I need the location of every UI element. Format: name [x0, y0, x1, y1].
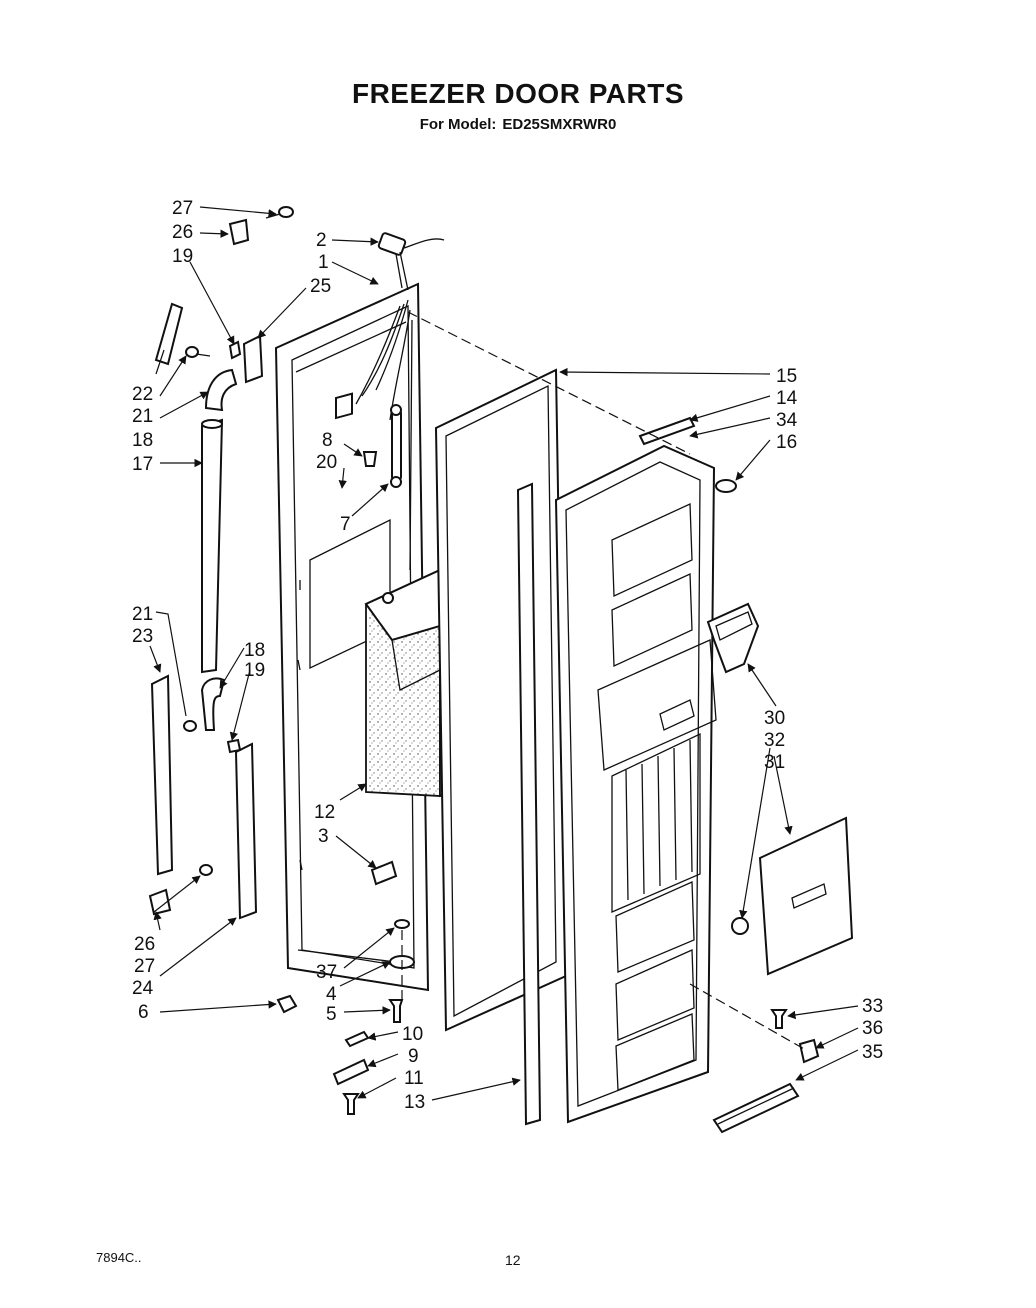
- callout-17: 17: [132, 454, 153, 475]
- model-prefix: For Model:: [419, 116, 497, 133]
- callout-15: 15: [776, 366, 797, 387]
- callout-36: 36: [862, 1018, 883, 1039]
- handle-endcap-top: [204, 368, 238, 412]
- screw-27-top: [265, 206, 294, 219]
- model-subtitle: For Model: ED25SMXRWR0: [0, 116, 1036, 133]
- callout-24: 24: [132, 978, 154, 999]
- bushing-6-part: [276, 994, 298, 1014]
- callout-3: 3: [318, 826, 329, 847]
- callout-18: 18: [132, 430, 153, 451]
- inner-door-liner: [554, 444, 717, 1124]
- clip-part: [798, 1038, 820, 1064]
- callout-12: 12: [314, 802, 335, 823]
- bracket-25-part: [228, 334, 264, 384]
- screw-21-bottom: [183, 720, 197, 732]
- callout-14: 14: [776, 388, 798, 409]
- hinge-10-part: [344, 1030, 370, 1048]
- callout-16: 16: [776, 432, 797, 453]
- callout-21: 21: [132, 406, 153, 427]
- cover-panel-part: [758, 816, 854, 976]
- alignment-line-upper: [407, 311, 691, 455]
- screw-27-bottom: [199, 864, 213, 876]
- dispenser-funnel-part: [706, 602, 760, 674]
- callout-32: 32: [764, 730, 785, 751]
- callout-19-lower: 19: [244, 660, 265, 681]
- callout-31: 31: [764, 752, 785, 773]
- knob-part: [731, 917, 749, 935]
- page-title: FREEZER DOOR PARTS: [351, 78, 685, 109]
- callout-19: 19: [172, 246, 193, 267]
- callout-1: 1: [318, 252, 329, 273]
- screw-11-part: [342, 1093, 360, 1115]
- callout-27: 27: [172, 198, 193, 219]
- callout-8: 8: [322, 430, 333, 451]
- callout-9: 9: [408, 1046, 419, 1067]
- callout-13: 13: [404, 1092, 425, 1113]
- handle-rod-part: [712, 1082, 800, 1134]
- bracket-24-part: [226, 738, 258, 920]
- screw-33-part: [770, 1009, 788, 1029]
- callout-30: 30: [764, 708, 785, 729]
- callout-33: 33: [862, 996, 883, 1017]
- callout-23: 23: [132, 626, 153, 647]
- callout-26: 26: [172, 222, 193, 243]
- leader-lines: [149, 206, 859, 1101]
- door-gasket-frame: [434, 368, 568, 1032]
- callout-34: 34: [776, 410, 798, 431]
- callout-11: 11: [404, 1068, 424, 1089]
- callout-22: 22: [132, 384, 153, 405]
- heater-harness-part: [377, 232, 445, 291]
- trim-22-part: [154, 302, 184, 366]
- cap-26-bottom: [148, 888, 172, 916]
- alignment-line-lower: [689, 983, 807, 1051]
- callout-20: 20: [316, 452, 337, 473]
- callout-6: 6: [138, 1002, 149, 1023]
- fitting-part: [362, 451, 378, 467]
- top-trim-part: [638, 416, 696, 446]
- switch-part: [335, 392, 353, 420]
- trim-23-part: [150, 674, 174, 876]
- callout-25: 25: [310, 276, 331, 297]
- screw-5-part: [388, 999, 404, 1023]
- model-number: ED25SMXRWR0: [502, 116, 617, 133]
- hinge-bracket-part: [370, 860, 398, 886]
- callout-labels: 27 26 19 2 1 25 22 21 18 17 8 20 7 15 14…: [132, 198, 883, 1113]
- callout-7: 7: [340, 514, 351, 535]
- footer-code: 7894C..: [96, 1250, 142, 1265]
- hinge-37-part: [394, 919, 410, 929]
- callout-21-lower: 21: [132, 604, 153, 625]
- handle-endcap-bottom: [200, 677, 226, 731]
- door-wiring: [355, 299, 413, 571]
- plug-part: [715, 479, 737, 493]
- callout-4: 4: [326, 984, 337, 1005]
- callout-35: 35: [862, 1042, 883, 1063]
- callout-37: 37: [316, 962, 337, 983]
- callout-27-lower: 27: [134, 956, 155, 977]
- cap-26-top: [228, 218, 250, 246]
- callout-5: 5: [326, 1004, 337, 1025]
- callout-2: 2: [316, 230, 327, 251]
- callout-26-lower: 26: [134, 934, 155, 955]
- hinge-9-part: [332, 1058, 370, 1086]
- page-number: 12: [505, 1252, 521, 1268]
- door-handle-part: [201, 418, 224, 674]
- callout-10: 10: [402, 1024, 423, 1045]
- screw-21-top: [185, 346, 211, 358]
- door-trim-strip: [516, 482, 542, 1126]
- water-tube-part: [390, 404, 402, 488]
- callout-18-lower: 18: [244, 640, 265, 661]
